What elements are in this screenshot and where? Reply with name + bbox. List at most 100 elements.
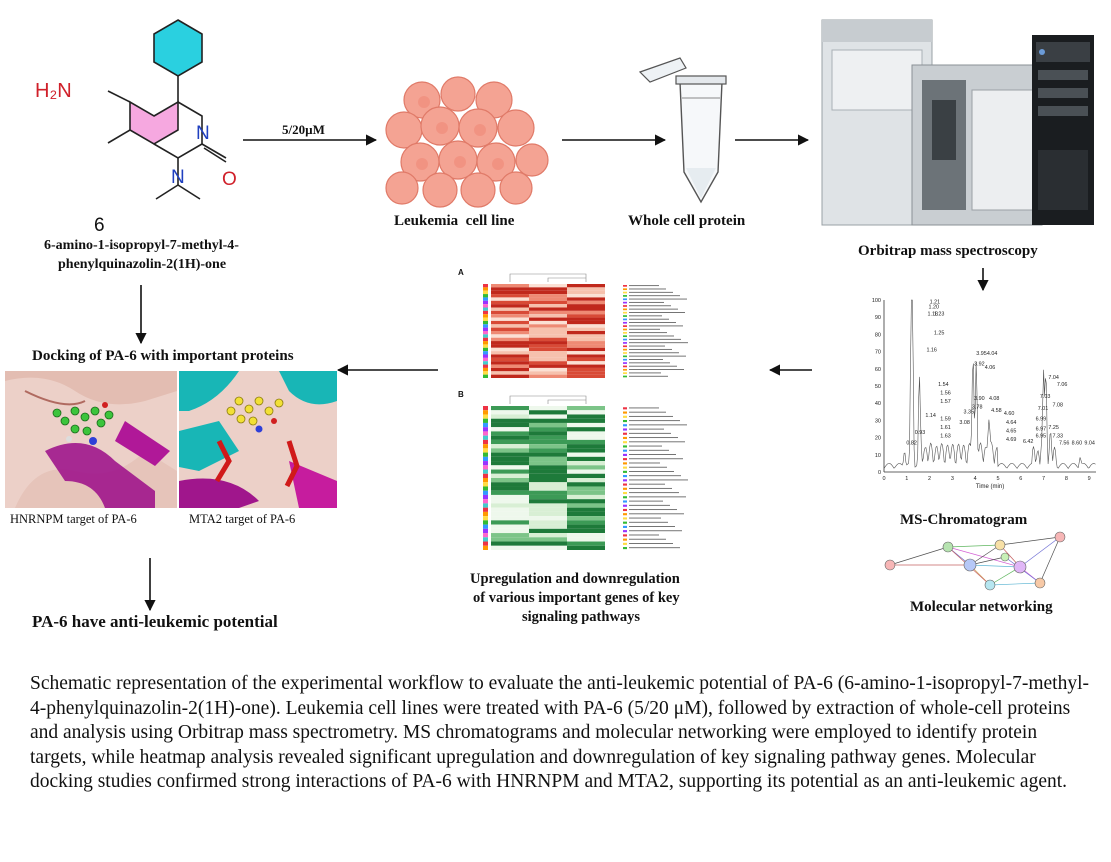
mta2-label: MTA2 target of PA-6	[189, 512, 296, 526]
leukemia-cells-image	[385, 76, 549, 208]
heatmap-cell	[529, 431, 567, 436]
heatmap-cell	[567, 310, 605, 315]
heatmap-cell	[529, 524, 567, 529]
heatmap-cell	[529, 469, 567, 474]
heatmap-cell	[491, 545, 529, 550]
heatmap-cell	[491, 300, 529, 305]
heatmap-cell	[567, 490, 605, 495]
heatmap-cell	[567, 344, 605, 348]
heatmap-cell	[491, 448, 529, 453]
heatmap-cell	[529, 465, 567, 470]
heatmap-cell	[567, 347, 605, 352]
heatmap-cell	[491, 334, 529, 338]
heatmap-cell	[567, 351, 605, 355]
heatmap-cell	[529, 490, 567, 495]
heatmap-cell	[491, 541, 529, 546]
x-tick-label: 6	[1019, 476, 1022, 482]
peak-label: 3.08	[959, 420, 970, 426]
heatmap-cell	[491, 503, 529, 508]
arrow-layer	[135, 134, 989, 612]
heatmap-cell	[567, 448, 605, 453]
peak-label: 1.59	[940, 416, 951, 422]
heatmap-cell	[567, 367, 605, 372]
peak-label: 1.56	[940, 391, 951, 397]
heatmap-cell	[567, 341, 605, 345]
peak-label: 7.25	[1048, 425, 1059, 431]
mta2-docking-image	[179, 371, 337, 508]
peak-label: 1.57	[940, 399, 951, 405]
y-tick-label: 60	[875, 367, 881, 373]
heatmap-cell	[567, 294, 605, 298]
heatmap-cell	[529, 418, 567, 423]
heatmap-cell	[491, 344, 529, 348]
heatmap-cell	[567, 541, 605, 546]
heatmap-cell	[491, 354, 529, 358]
heatmap-cell	[529, 307, 567, 311]
peak-label: 4.58	[991, 408, 1002, 414]
heatmap-cell	[567, 371, 605, 375]
heatmap-cell	[567, 482, 605, 487]
heatmap-cell	[529, 507, 567, 512]
heatmap-cell	[567, 406, 605, 411]
heatmap-cell	[529, 351, 567, 355]
y-tick-label: 40	[875, 401, 881, 407]
heatmap-cell	[491, 410, 529, 415]
heatmap-cell	[567, 431, 605, 436]
heatmap-cell	[567, 314, 605, 318]
heatmap-cell	[491, 337, 529, 342]
heatmap-cell	[567, 331, 605, 335]
y-tick-label: 30	[875, 418, 881, 424]
heatmap-cell	[567, 317, 605, 321]
heatmap-cell	[567, 478, 605, 483]
heatmap-cell	[491, 320, 529, 325]
heatmap-cell	[491, 473, 529, 478]
heatmap-cell	[567, 354, 605, 358]
heatmap-cell	[529, 327, 567, 331]
orbitrap-label: Orbitrap mass spectroscopy	[858, 243, 1038, 259]
heatmap-cell	[491, 331, 529, 335]
heatmap-cell	[491, 317, 529, 321]
peak-label: 1.18	[928, 312, 939, 318]
heatmap-cell	[567, 297, 605, 301]
y-tick-label: 80	[875, 332, 881, 338]
peak-label: 4.04	[987, 351, 998, 357]
heatmap-cell	[491, 418, 529, 423]
heatmap-cell	[491, 494, 529, 500]
peak-label: 1.16	[926, 348, 937, 354]
heatmap-cell	[491, 537, 529, 542]
heatmap-cell	[491, 422, 529, 428]
heatmap-cell	[491, 435, 529, 440]
heatmap-cell	[491, 524, 529, 529]
heatmap-cell	[567, 444, 605, 449]
peak-label: 3.95	[976, 351, 987, 357]
heatmap-cell	[491, 444, 529, 449]
heatmap-cell	[529, 516, 567, 521]
peak-label: 4.65	[1006, 428, 1017, 434]
heatmap-cell	[529, 478, 567, 483]
heatmap-cell	[491, 469, 529, 474]
y-tick-label: 20	[875, 436, 881, 442]
heatmap-cell	[491, 478, 529, 483]
heatmap-cell	[491, 287, 529, 291]
heatmap-cell	[529, 310, 567, 315]
heatmap-cell	[567, 435, 605, 440]
heatmap-cell	[567, 300, 605, 305]
hnrnpm-docking-image	[5, 371, 177, 508]
heatmap-cell	[567, 503, 605, 508]
cell-line-label: Leukemia cell line	[394, 213, 515, 229]
heatmap-cell	[567, 520, 605, 525]
heatmap-cell	[529, 533, 567, 538]
heatmap-cell	[567, 439, 605, 445]
heatmap-cell	[567, 486, 605, 491]
heatmap-cell	[529, 300, 567, 305]
heatmap-cell	[529, 473, 567, 478]
heatmap-cell	[491, 533, 529, 538]
conclusion-label: PA-6 have anti-leukemic potential	[32, 612, 278, 631]
y-tick-label: 10	[875, 453, 881, 459]
molecular-network-image	[884, 531, 1066, 591]
heatmap-cell	[491, 314, 529, 318]
heatmap-cell	[529, 528, 567, 534]
heatmap-cell	[491, 427, 529, 432]
heatmap-cell	[567, 304, 605, 308]
